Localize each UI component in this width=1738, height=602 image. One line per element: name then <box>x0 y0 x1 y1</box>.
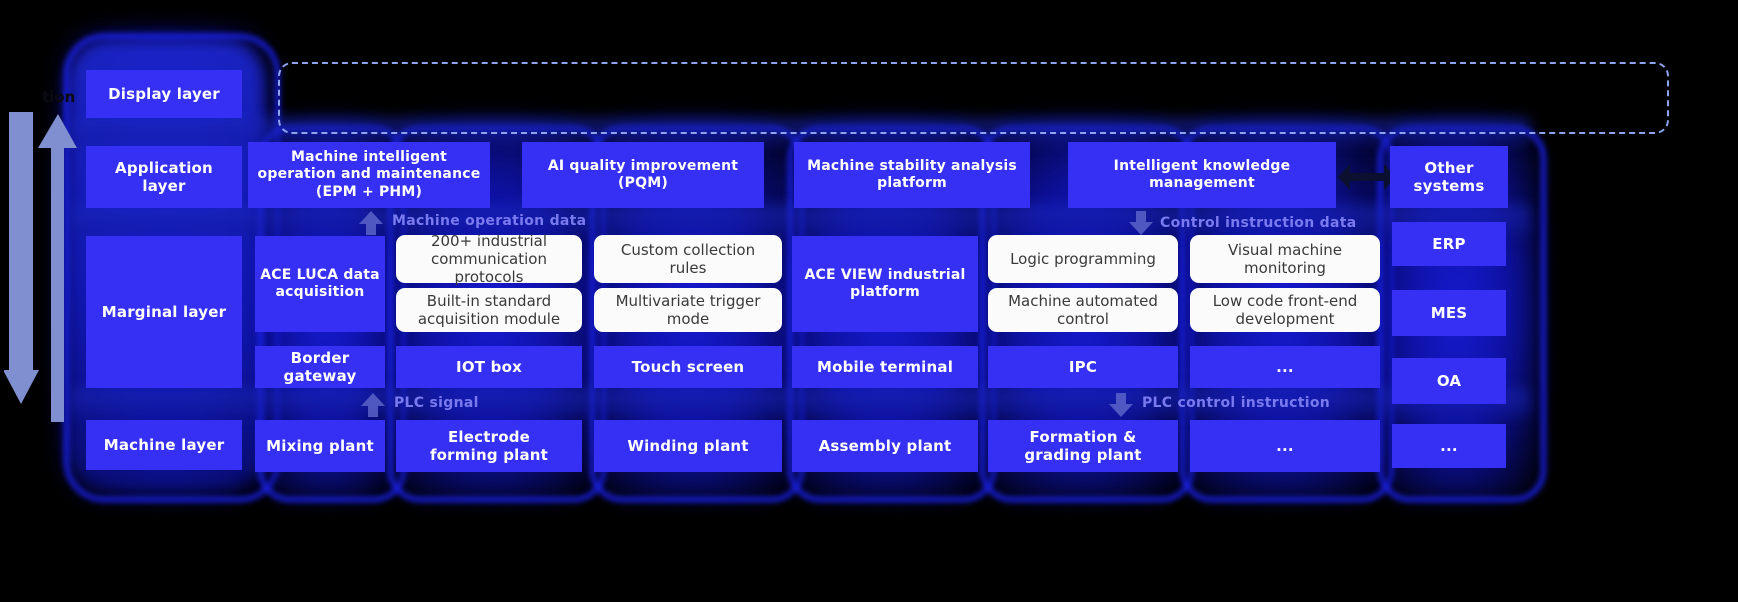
layer-label-application[interactable]: Application layer <box>86 146 242 208</box>
bidirectional-connector-icon <box>1338 164 1396 190</box>
machine-card-dots[interactable]: ... <box>1190 420 1380 472</box>
flow-label-plc-signal: PLC signal <box>394 395 479 411</box>
app-card-stability[interactable]: Machine stability analysis platform <box>794 142 1030 208</box>
marginal-card-custom-rules[interactable]: Custom collection rules <box>594 235 782 283</box>
marginal-platform-ace-luca[interactable]: ACE LUCA data acquisition <box>255 236 385 332</box>
right-column-dots[interactable]: ... <box>1392 424 1506 468</box>
flow-label-control-instruction-data: Control instruction data <box>1160 215 1357 231</box>
machine-card-electrode-forming[interactable]: Electrode forming plant <box>396 420 582 472</box>
flow-label-plc-control-instruction: PLC control instruction <box>1142 395 1331 411</box>
app-card-other-systems[interactable]: Other systems <box>1390 146 1508 208</box>
right-column-mes[interactable]: MES <box>1392 290 1506 336</box>
app-card-knowledge[interactable]: Intelligent knowledge management <box>1068 142 1336 208</box>
machine-card-formation-grading[interactable]: Formation & grading plant <box>988 420 1178 472</box>
layer-label-display[interactable]: Display layer <box>86 70 242 118</box>
marginal-card-automated-control[interactable]: Machine automated control <box>988 288 1178 332</box>
downward-flow-arrow <box>4 112 39 404</box>
marginal-card-multivariate-trigger[interactable]: Multivariate trigger mode <box>594 288 782 332</box>
flow-label-machine-operation-data: Machine operation data <box>392 213 587 229</box>
device-card-dots[interactable]: ... <box>1190 346 1380 388</box>
right-column-erp[interactable]: ERP <box>1392 222 1506 266</box>
device-card-border-gateway[interactable]: Border gateway <box>255 346 385 388</box>
display-layer-dashed-region <box>278 62 1669 134</box>
machine-card-assembly-plant[interactable]: Assembly plant <box>792 420 978 472</box>
marginal-card-protocols[interactable]: 200+ industrial communication protocols <box>396 232 582 286</box>
right-column-oa[interactable]: OA <box>1392 358 1506 404</box>
marginal-platform-ace-view[interactable]: ACE VIEW industrial platform <box>792 236 978 332</box>
app-card-pqm[interactable]: AI quality improvement (PQM) <box>522 142 764 208</box>
layer-label-machine[interactable]: Machine layer <box>86 420 242 470</box>
app-card-epm-phm[interactable]: Machine intelligent operation and mainte… <box>248 142 490 208</box>
machine-card-mixing-plant[interactable]: Mixing plant <box>255 420 385 472</box>
marginal-card-builtin-module[interactable]: Built-in standard acquisition module <box>396 288 582 332</box>
machine-card-winding-plant[interactable]: Winding plant <box>594 420 782 472</box>
layer-label-marginal[interactable]: Marginal layer <box>86 236 242 388</box>
device-card-iot-box[interactable]: IOT box <box>396 346 582 388</box>
device-card-ipc[interactable]: IPC <box>988 346 1178 388</box>
upward-flow-arrow <box>38 114 77 422</box>
machine-operation-data-up-arrow-icon <box>359 211 383 235</box>
device-card-mobile-terminal[interactable]: Mobile terminal <box>792 346 978 388</box>
clipped-left-label: tion <box>42 88 76 106</box>
plc-control-instruction-down-arrow-icon <box>1109 393 1133 417</box>
marginal-card-visual-monitoring[interactable]: Visual machine monitoring <box>1190 235 1380 283</box>
marginal-card-logic-programming[interactable]: Logic programming <box>988 235 1178 283</box>
device-card-touch-screen[interactable]: Touch screen <box>594 346 782 388</box>
plc-signal-up-arrow-icon <box>361 393 385 417</box>
control-instruction-data-down-arrow-icon <box>1129 211 1153 235</box>
marginal-card-low-code[interactable]: Low code front-end development <box>1190 288 1380 332</box>
